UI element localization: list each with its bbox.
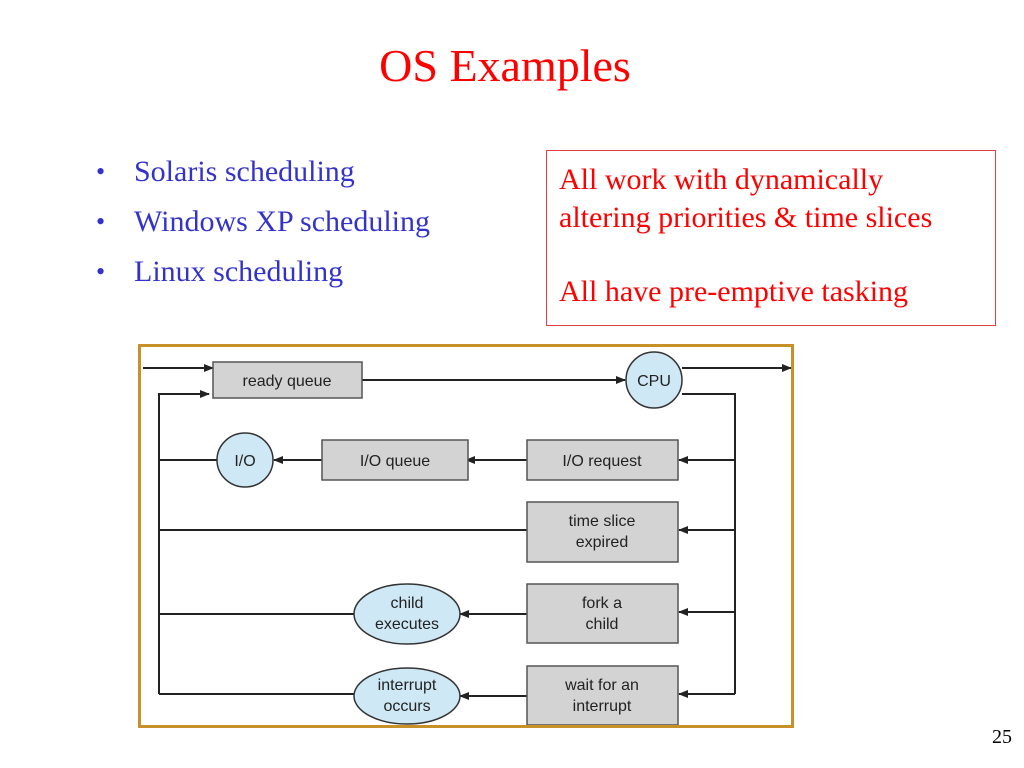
wait-interrupt-box: wait for an interrupt — [526, 665, 679, 725]
note-line: All work with dynamically — [559, 163, 884, 196]
child-executes-label-line1: child — [391, 595, 424, 612]
note-line: All have pre-emptive tasking — [559, 275, 909, 308]
time-slice-label-line1: time slice — [569, 513, 636, 530]
fork-child-box: fork a child — [526, 583, 679, 644]
io-request-box: I/O request — [526, 439, 679, 481]
connector-lines — [143, 364, 791, 700]
interrupt-occurs-label-line1: interrupt — [378, 677, 437, 694]
left-return-bus — [158, 390, 210, 694]
time-slice-box: time slice expired — [526, 501, 679, 563]
bullet-item: • Solaris scheduling — [96, 150, 430, 200]
bullet-dot-icon: • — [96, 157, 106, 186]
slide-title: OS Examples — [379, 40, 631, 91]
bullet-list: • Solaris scheduling • Windows XP scheduli… — [96, 150, 430, 300]
cpu-label: CPU — [637, 373, 671, 390]
queueing-diagram: ready queue CPU I/O I/O queue I/O reques… — [138, 344, 794, 728]
wait-label-line2: interrupt — [573, 698, 632, 715]
ready-queue-label: ready queue — [243, 373, 332, 390]
fork-label-line1: fork a — [582, 595, 622, 612]
cpu-circle: CPU — [625, 351, 683, 409]
bullet-text: Windows XP scheduling — [134, 205, 431, 238]
time-slice-label-line2: expired — [576, 534, 628, 551]
child-executes-label-line2: executes — [375, 616, 439, 633]
page-number: 25 — [992, 726, 1012, 748]
bullet-item: • Linux scheduling — [96, 250, 430, 300]
ready-queue-box: ready queue — [212, 361, 363, 399]
child-executes-ellipse: child executes — [353, 583, 461, 645]
bullet-text: Solaris scheduling — [134, 155, 355, 188]
fork-label-line2: child — [586, 616, 619, 633]
bullet-text: Linux scheduling — [134, 255, 344, 288]
bullet-dot-icon: • — [96, 207, 106, 236]
interrupt-occurs-label-line2: occurs — [383, 698, 430, 715]
io-label: I/O — [234, 453, 255, 470]
note-line: altering priorities & time slices — [559, 201, 933, 234]
wait-label-line1: wait for an — [564, 677, 639, 694]
cpu-right-bus — [682, 393, 736, 694]
interrupt-occurs-ellipse: interrupt occurs — [353, 667, 461, 725]
io-queue-box: I/O queue — [321, 439, 469, 481]
bullet-dot-icon: • — [96, 257, 106, 286]
queueing-diagram-svg: ready queue CPU I/O I/O queue I/O reques… — [143, 351, 791, 725]
io-request-label: I/O request — [562, 453, 642, 470]
io-circle: I/O — [216, 432, 274, 488]
note-box: All work with dynamically altering prior… — [546, 150, 996, 326]
bullet-item: • Windows XP scheduling — [96, 200, 430, 250]
io-queue-label: I/O queue — [360, 453, 430, 470]
